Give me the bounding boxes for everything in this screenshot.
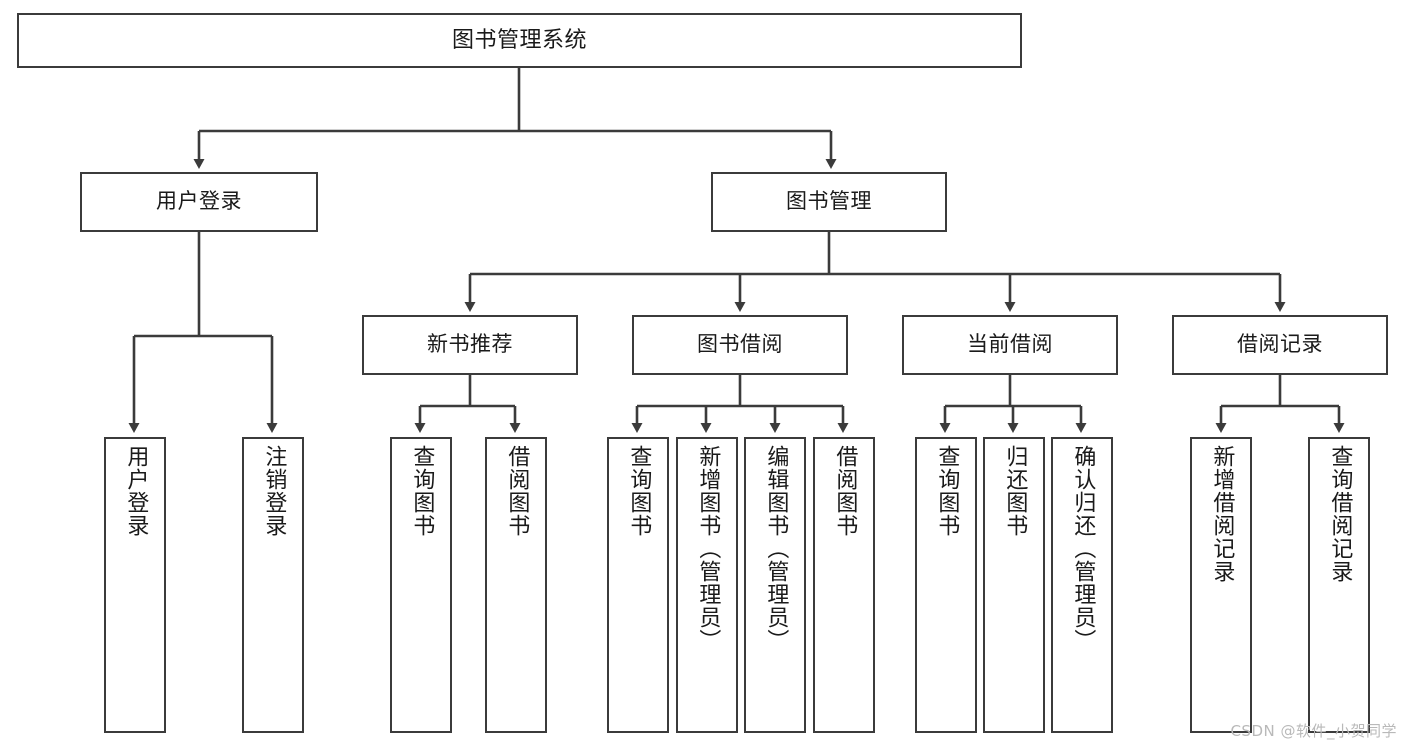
node-book-management[interactable]: 图书管理	[711, 172, 947, 232]
leaf-user-login-label: 用户登录	[123, 445, 149, 537]
leaf-user-logout-label: 注销登录	[261, 445, 287, 537]
node-book-borrow-label: 图书借阅	[697, 332, 783, 357]
leaf-current-return-book[interactable]: 归还图书	[983, 437, 1045, 733]
node-root-label: 图书管理系统	[451, 27, 587, 53]
leaf-borrow-edit-book-label: 编辑图书（管理员）	[763, 445, 789, 652]
leaf-borrow-query-book[interactable]: 查询图书	[607, 437, 669, 733]
leaf-record-add-label: 新增借阅记录	[1209, 445, 1235, 583]
leaf-borrow-borrow-book[interactable]: 借阅图书	[813, 437, 875, 733]
leaf-borrow-add-book[interactable]: 新增图书（管理员）	[676, 437, 738, 733]
leaf-recommend-query-book-label: 查询图书	[409, 445, 435, 537]
leaf-record-query-label: 查询借阅记录	[1327, 445, 1353, 583]
leaf-recommend-borrow-book[interactable]: 借阅图书	[485, 437, 547, 733]
node-current-borrow[interactable]: 当前借阅	[902, 315, 1118, 375]
leaf-user-login[interactable]: 用户登录	[104, 437, 166, 733]
leaf-record-add[interactable]: 新增借阅记录	[1190, 437, 1252, 733]
node-current-borrow-label: 当前借阅	[967, 332, 1053, 357]
leaf-borrow-add-book-label: 新增图书（管理员）	[695, 445, 721, 652]
leaf-user-logout[interactable]: 注销登录	[242, 437, 304, 733]
node-book-borrow[interactable]: 图书借阅	[632, 315, 848, 375]
leaf-recommend-borrow-book-label: 借阅图书	[504, 445, 530, 537]
leaf-record-query[interactable]: 查询借阅记录	[1308, 437, 1370, 733]
node-new-book-recommend[interactable]: 新书推荐	[362, 315, 578, 375]
node-borrow-record[interactable]: 借阅记录	[1172, 315, 1388, 375]
node-new-book-recommend-label: 新书推荐	[427, 332, 513, 357]
leaf-borrow-borrow-book-label: 借阅图书	[832, 445, 858, 537]
leaf-current-return-book-label: 归还图书	[1002, 445, 1028, 537]
leaf-recommend-query-book[interactable]: 查询图书	[390, 437, 452, 733]
node-borrow-record-label: 借阅记录	[1237, 332, 1323, 357]
node-root[interactable]: 图书管理系统	[17, 13, 1022, 68]
leaf-current-confirm-return[interactable]: 确认归还（管理员）	[1051, 437, 1113, 733]
leaf-current-confirm-return-label: 确认归还（管理员）	[1070, 445, 1096, 652]
leaf-current-query-book-label: 查询图书	[934, 445, 960, 537]
node-book-management-label: 图书管理	[786, 189, 872, 214]
leaf-current-query-book[interactable]: 查询图书	[915, 437, 977, 733]
leaf-borrow-query-book-label: 查询图书	[626, 445, 652, 537]
node-user-login[interactable]: 用户登录	[80, 172, 318, 232]
leaf-borrow-edit-book[interactable]: 编辑图书（管理员）	[744, 437, 806, 733]
node-user-login-label: 用户登录	[156, 189, 242, 214]
csdn-watermark: CSDN @软件_小贺同学	[1230, 722, 1397, 740]
